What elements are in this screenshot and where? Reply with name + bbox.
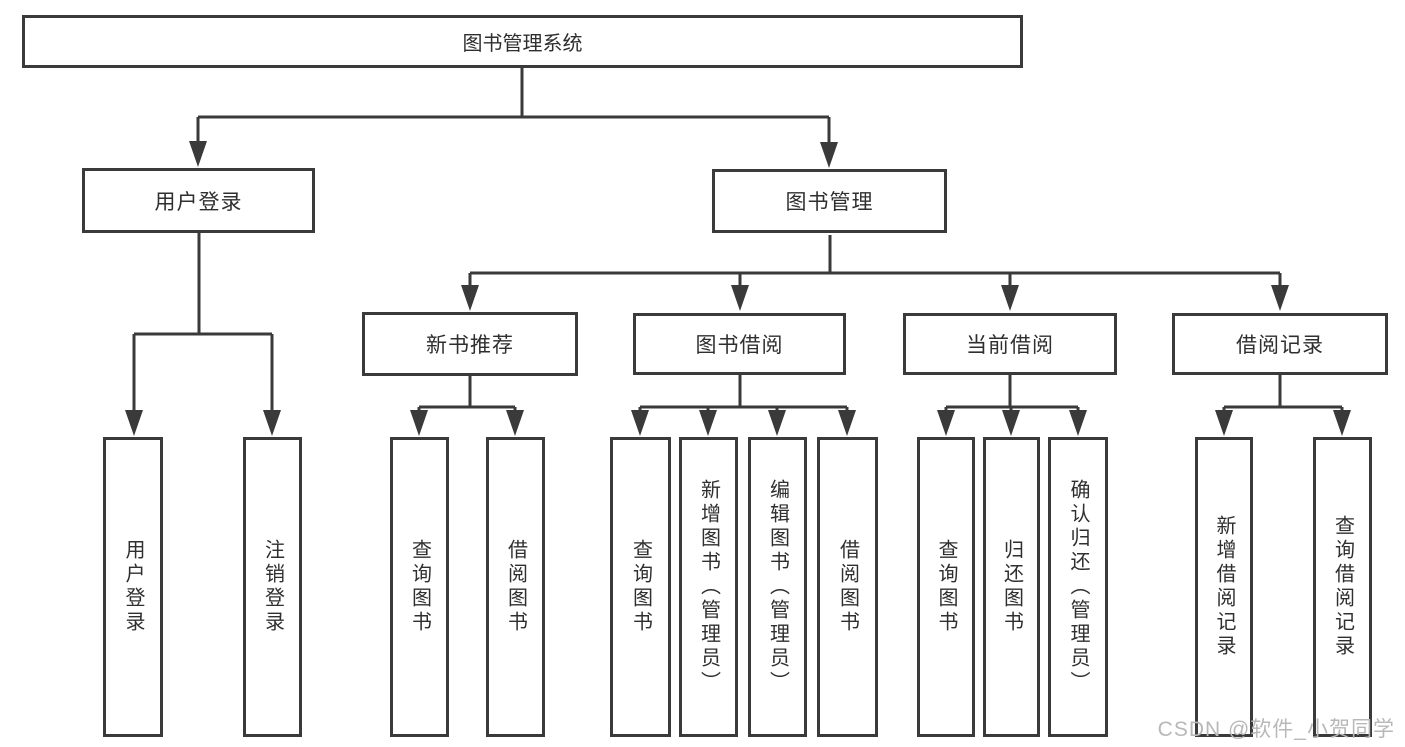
leaf-logout-label: 注销登录: [261, 539, 284, 635]
leaf-query-books-recommend-label: 查询图书: [408, 539, 431, 635]
leaf-logout: 注销登录: [243, 437, 302, 737]
leaf-edit-book-admin: 编辑图书（管理员）: [748, 437, 807, 737]
node-current-borrow: 当前借阅: [903, 313, 1117, 375]
leaf-add-book-admin: 新增图书（管理员）: [679, 437, 738, 737]
leaf-query-borrow-record-label: 查询借阅记录: [1331, 515, 1354, 659]
leaf-edit-book-admin-label: 编辑图书（管理员）: [766, 479, 789, 695]
leaf-add-book-admin-label: 新增图书（管理员）: [697, 479, 720, 695]
leaf-confirm-return-admin: 确认归还（管理员）: [1048, 437, 1108, 737]
leaf-query-books-current: 查询图书: [917, 437, 975, 737]
leaf-add-borrow-record-label: 新增借阅记录: [1213, 515, 1235, 659]
leaf-query-books-recommend: 查询图书: [390, 437, 449, 737]
node-root-library-system: 图书管理系统: [22, 15, 1023, 68]
node-current-borrow-label: 当前借阅: [966, 334, 1054, 357]
node-new-book-recommend-label: 新书推荐: [426, 334, 514, 357]
node-borrow-records-label: 借阅记录: [1236, 334, 1324, 357]
node-root-label: 图书管理系统: [462, 33, 583, 55]
arrowheads: [125, 141, 1351, 436]
leaf-query-borrow-record: 查询借阅记录: [1313, 437, 1372, 737]
leaf-add-borrow-record: 新增借阅记录: [1195, 437, 1253, 737]
leaf-return-books: 归还图书: [983, 437, 1040, 737]
leaf-borrow-books: 借阅图书: [817, 437, 878, 737]
csdn-watermark: CSDN @软件_小贺同学: [1157, 718, 1395, 741]
leaf-query-books-current-label: 查询图书: [935, 539, 957, 635]
leaf-borrow-books-label: 借阅图书: [836, 539, 859, 635]
node-new-book-recommend: 新书推荐: [362, 312, 578, 376]
leaf-borrow-books-recommend: 借阅图书: [486, 437, 545, 737]
node-book-borrow: 图书借阅: [633, 313, 846, 375]
node-book-management-label: 图书管理: [785, 191, 874, 214]
leaf-query-books-borrow: 查询图书: [610, 437, 671, 737]
node-book-management: 图书管理: [712, 169, 947, 233]
node-user-login-label: 用户登录: [154, 190, 243, 214]
leaf-return-books-label: 归还图书: [1000, 539, 1023, 635]
node-book-borrow-label: 图书借阅: [695, 334, 784, 357]
node-borrow-records: 借阅记录: [1172, 313, 1388, 375]
leaf-user-login: 用户登录: [103, 437, 163, 737]
leaf-confirm-return-admin-label: 确认归还（管理员）: [1067, 479, 1089, 695]
leaf-borrow-books-recommend-label: 借阅图书: [504, 539, 527, 635]
leaf-user-login-label: 用户登录: [122, 539, 144, 635]
node-user-login: 用户登录: [82, 168, 315, 233]
leaf-query-books-borrow-label: 查询图书: [629, 539, 652, 635]
